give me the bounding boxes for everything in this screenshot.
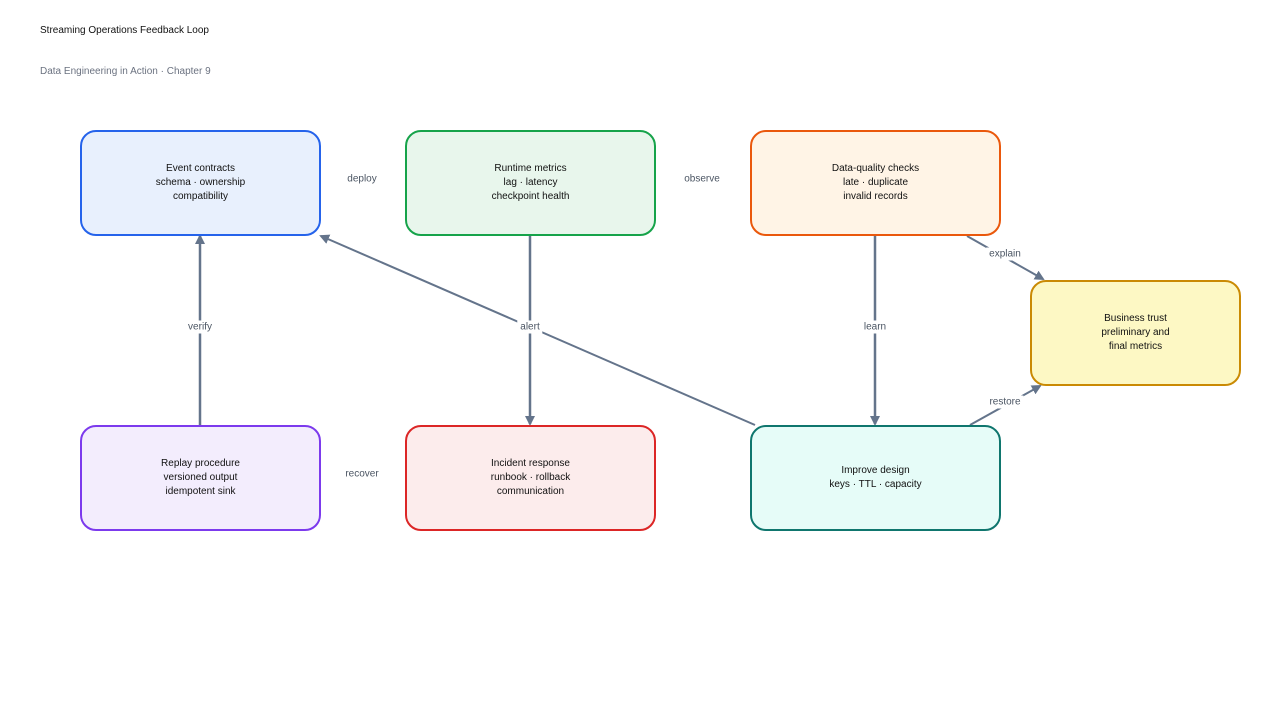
node-data-quality-line-3: invalid records <box>843 191 908 202</box>
edge-label-restore: restore <box>986 395 1024 409</box>
node-event-contracts-line-2: schema · ownership <box>155 177 246 188</box>
node-replay-procedure: Replay procedure versioned output idempo… <box>80 425 321 531</box>
node-data-quality-line-2: late · duplicate <box>842 177 909 188</box>
node-business-trust-line-2: preliminary and <box>1101 327 1170 338</box>
node-runtime-metrics-title: Runtime metrics <box>494 163 567 174</box>
node-business-trust: Business trust preliminary and final met… <box>1030 280 1241 386</box>
edge-label-alert: alert <box>517 320 543 334</box>
edge-label-observe: observe <box>681 172 723 186</box>
node-event-contracts: Event contracts schema · ownership compa… <box>80 130 321 236</box>
node-incident-response: Incident response runbook · rollback com… <box>405 425 656 531</box>
node-replay-procedure-title: Replay procedure <box>161 458 240 469</box>
diagram-title: Streaming Operations Feedback Loop <box>40 25 209 36</box>
node-incident-response-line-3: communication <box>496 486 565 497</box>
edge-label-learn: learn <box>860 320 890 334</box>
node-data-quality-title: Data-quality checks <box>831 163 920 174</box>
node-improve-design-title: Improve design <box>841 465 910 476</box>
node-improve-design: Improve design keys · TTL · capacity <box>750 425 1001 531</box>
node-business-trust-title: Business trust <box>1104 313 1167 324</box>
node-data-quality-checks: Data-quality checks late · duplicate inv… <box>750 130 1001 236</box>
node-event-contracts-title: Event contracts <box>166 163 235 174</box>
node-replay-procedure-line-2: versioned output <box>163 472 238 483</box>
node-runtime-metrics: Runtime metrics lag · latency checkpoint… <box>405 130 656 236</box>
edge-label-explain: explain <box>986 247 1024 261</box>
node-runtime-metrics-line-3: checkpoint health <box>491 191 570 202</box>
node-incident-response-line-2: runbook · rollback <box>490 472 571 483</box>
node-event-contracts-line-3: compatibility <box>172 191 229 202</box>
edge-label-deploy: deploy <box>344 172 380 186</box>
node-business-trust-line-3: final metrics <box>1108 341 1163 352</box>
node-runtime-metrics-line-2: lag · latency <box>503 177 558 188</box>
diagram-subtitle: Data Engineering in Action · Chapter 9 <box>40 66 211 77</box>
node-incident-response-title: Incident response <box>491 458 570 469</box>
node-improve-design-line-2: keys · TTL · capacity <box>829 479 922 490</box>
edge-label-verify: verify <box>185 320 215 334</box>
edge-label-recover: recover <box>342 467 382 481</box>
node-replay-procedure-line-3: idempotent sink <box>165 486 236 497</box>
